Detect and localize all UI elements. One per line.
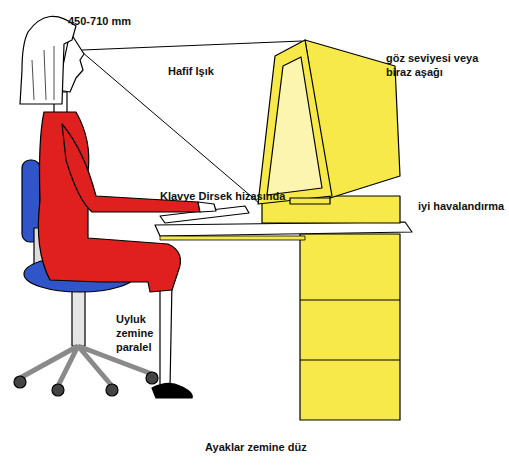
chair-wheel [52, 384, 64, 396]
drawer-line [300, 299, 400, 300]
hand [198, 202, 216, 212]
annotation-label: Uyluk zemine paralel [116, 312, 162, 354]
monitor-stand [290, 198, 330, 204]
desk-top [155, 222, 412, 236]
chair-wheel [14, 376, 26, 388]
sight-line [82, 41, 302, 50]
monitor-screen [267, 57, 322, 195]
annotation-label: iyi havalandırma [418, 199, 504, 213]
chair-wheel [146, 372, 158, 384]
chair-wheel [106, 384, 118, 396]
desk-body [300, 234, 400, 420]
sight-line [82, 52, 259, 203]
drawer-line [300, 359, 400, 360]
desk-edge [160, 236, 305, 240]
leg [160, 280, 172, 388]
annotation-label: Hafif Işık [168, 64, 214, 78]
hair [20, 16, 76, 104]
shoe [152, 383, 192, 398]
hair-strand [32, 46, 54, 100]
monitor-bezel [258, 40, 332, 204]
chair-post [72, 288, 85, 346]
annotation-label: 450-710 mm [68, 14, 131, 28]
annotation-label: Ayaklar zemine düz [205, 440, 307, 454]
annotation-label: göz seviyesi veya biraz aşağı [386, 51, 498, 79]
annotation-label: Klavye Dirsek hizasında [160, 189, 285, 203]
